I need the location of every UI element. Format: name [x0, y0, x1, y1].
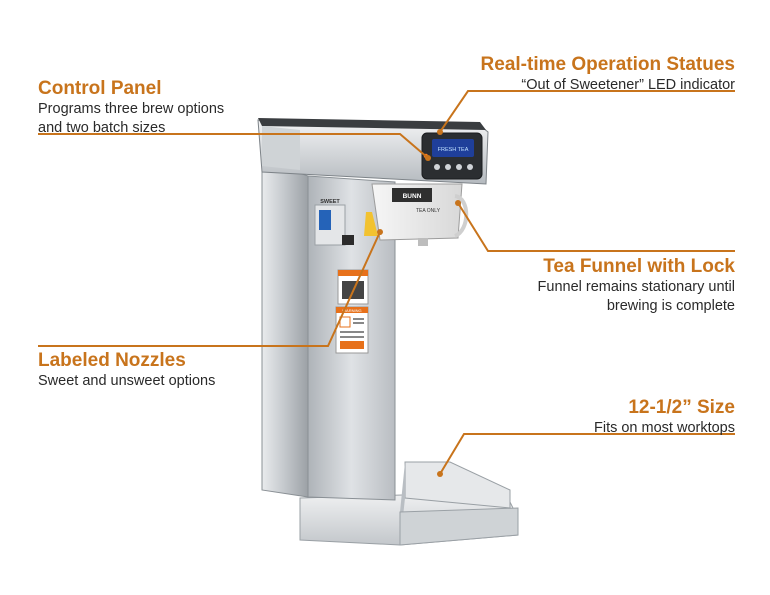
warning-labels: WARNING — [335, 269, 369, 354]
svg-text:WARNING: WARNING — [342, 308, 361, 313]
callout-desc: Programs three brew options — [38, 101, 225, 117]
callout-desc: brewing is complete — [606, 298, 735, 314]
callout-desc: Sweet and unsweet options — [38, 373, 216, 389]
drip-tray — [299, 461, 519, 546]
sweet-selector-knob[interactable] — [319, 210, 331, 230]
line-nozzles — [38, 231, 381, 347]
line-realtime — [439, 90, 735, 133]
callout-control-panel: Control Panel Programs three brew option… — [38, 78, 224, 138]
line-funnel — [457, 202, 735, 252]
callout-title: 12-1/2” Size — [628, 397, 735, 418]
tea-funnel: BUNN TEA ONLY — [371, 183, 469, 246]
svg-text:FRESH TEA: FRESH TEA — [438, 147, 469, 153]
funnel-label — [392, 188, 432, 202]
svg-text:SWEET: SWEET — [320, 199, 340, 205]
callout-desc: “Out of Sweetener” LED indicator — [521, 77, 735, 93]
control-panel: FRESH TEA — [421, 132, 483, 180]
brew-button-3[interactable] — [456, 164, 462, 170]
callout-desc: Fits on most worktops — [593, 420, 735, 436]
callout-size: 12-1/2” Size Fits on most worktops — [594, 397, 735, 438]
line-control-panel — [38, 133, 429, 159]
callout-desc: and two batch sizes — [38, 120, 166, 136]
line-size — [439, 433, 735, 475]
sweet-nozzle-panel: SWEET — [314, 199, 378, 246]
svg-text:BUNN: BUNN — [403, 193, 422, 200]
callout-title: Tea Funnel with Lock — [543, 256, 735, 277]
callout-title: Labeled Nozzles — [38, 350, 186, 371]
brew-button-2[interactable] — [445, 164, 451, 170]
callout-desc: Funnel remains stationary until — [537, 279, 735, 295]
callout-title: Control Panel — [38, 78, 162, 99]
callout-lines — [38, 90, 735, 477]
callout-tea-funnel: Tea Funnel with Lock Funnel remains stat… — [538, 256, 735, 316]
nozzle-tag — [364, 212, 378, 236]
callout-realtime-status: Real-time Operation Statues “Out of Swee… — [481, 54, 735, 95]
tower-side-panel — [261, 159, 309, 498]
brew-button-1[interactable] — [434, 164, 440, 170]
svg-text:TEA ONLY: TEA ONLY — [416, 208, 441, 214]
callout-labeled-nozzles: Labeled Nozzles Sweet and unsweet option… — [38, 350, 215, 391]
status-display — [432, 139, 474, 157]
callout-title: Real-time Operation Statues — [480, 54, 735, 75]
batch-button[interactable] — [467, 164, 473, 170]
